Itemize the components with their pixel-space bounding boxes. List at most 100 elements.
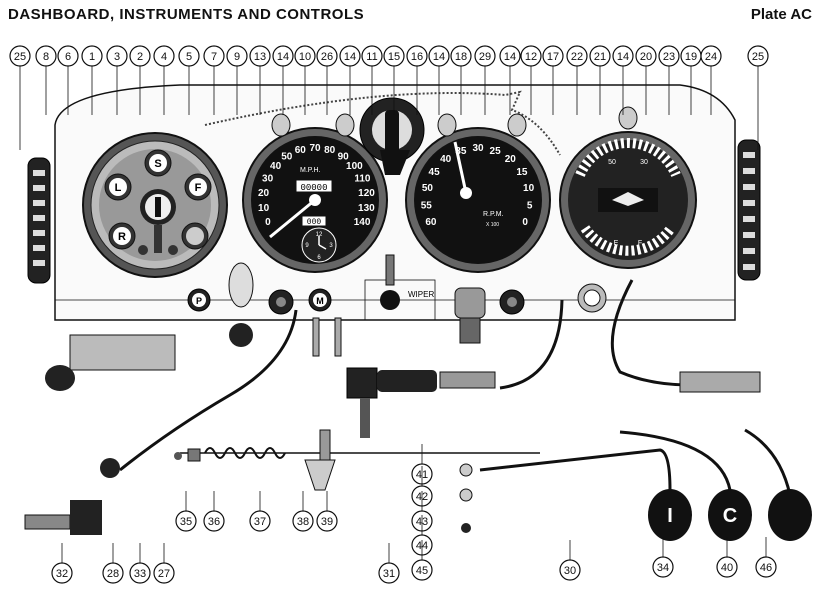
speedometer-mark-70: 70 [309, 143, 321, 154]
combination-gauge: 50 30 E F [559, 131, 697, 269]
callout-label-23: 23 [663, 51, 675, 63]
tachometer-mark-50: 50 [422, 183, 434, 194]
trip-counter [301, 215, 327, 227]
knob-40-letter: C [723, 505, 737, 527]
callout-label-33: 33 [134, 568, 146, 580]
starter-cable [744, 428, 792, 496]
speedometer-mark-120: 120 [358, 188, 375, 199]
temperature-mark-30: 30 [640, 159, 648, 166]
wiper-switch: WIPER [364, 254, 436, 321]
callout-label-7: 7 [211, 51, 217, 63]
pilot-lamp [138, 245, 148, 255]
callout-label-34: 34 [657, 562, 669, 574]
drive-adaptor-28 [24, 458, 120, 535]
callout-label-14: 14 [277, 51, 289, 63]
callout-label-14: 14 [617, 51, 629, 63]
left-bezel-grille [27, 157, 51, 284]
callout-label-5: 5 [186, 51, 192, 63]
callout-label-10: 10 [299, 51, 311, 63]
tachometer-mark-25: 25 [490, 146, 502, 157]
return-spring [204, 447, 286, 459]
speedometer-mark-0: 0 [265, 217, 271, 228]
callout-label-3: 3 [114, 51, 120, 63]
clock: 12 3 6 9 [301, 227, 337, 263]
callout-label-14: 14 [433, 51, 445, 63]
ignition-cable [619, 430, 732, 491]
capillary-tube [610, 279, 691, 387]
panel-wiring [204, 90, 561, 156]
callout-label-21: 21 [594, 51, 606, 63]
speedometer-mark-50: 50 [281, 151, 293, 162]
ignition-lock [140, 189, 176, 253]
callout-label-8: 8 [43, 51, 49, 63]
callout-label-28: 28 [107, 568, 119, 580]
tachometer-mark-60: 60 [425, 217, 437, 228]
callout-label-22: 22 [571, 51, 583, 63]
bulb-holders [312, 317, 342, 357]
gauge-bezel-17 [577, 283, 607, 313]
callout-label-30: 30 [564, 565, 576, 577]
fuel-empty-mark: E [614, 240, 619, 247]
tachometer-cable [499, 299, 564, 390]
trip-value: 000 [307, 218, 322, 227]
speedometer-unit: M.P.H. [300, 167, 321, 174]
wiper-label: WIPER [408, 290, 434, 299]
callout-label-29: 29 [479, 51, 491, 63]
fog-lamp-switch [228, 262, 254, 347]
tachometer-unit: R.P.M. [483, 211, 504, 218]
lamp-r-label: R [118, 231, 126, 243]
tacho-drive-unit [346, 367, 496, 438]
callout-label-12: 12 [525, 51, 537, 63]
speedometer-mark-20: 20 [258, 188, 270, 199]
callout-label-6: 6 [65, 51, 71, 63]
speedometer-mark-90: 90 [338, 151, 350, 162]
tachometer-mark-45: 45 [429, 167, 441, 178]
clock-numeral-12: 12 [316, 232, 323, 238]
diagram-title: DASHBOARD, INSTRUMENTS AND CONTROLS [8, 6, 365, 23]
fuel-scale [580, 225, 676, 256]
callout-label-26: 26 [321, 51, 333, 63]
callout-label-2: 2 [137, 51, 143, 63]
choke-switch [499, 289, 525, 315]
speedometer-mark-140: 140 [354, 217, 371, 228]
callout-label-25: 25 [752, 51, 764, 63]
callout-label-11: 11 [366, 51, 377, 63]
tachometer-mark-40: 40 [440, 154, 452, 165]
oil-pressure-mark-50: 50 [608, 159, 616, 166]
callout-label-14: 14 [504, 51, 516, 63]
thermometer-bulb [679, 371, 761, 393]
callout-label-45: 45 [416, 565, 428, 577]
panel-switch-label: P [196, 296, 202, 306]
oil-pressure-scale [575, 138, 681, 178]
knob-34: I [648, 489, 692, 541]
panel-lamp-unit-33 [45, 334, 176, 391]
lamp-l: L [104, 173, 132, 201]
callout-label-39: 39 [321, 516, 333, 528]
lamp-s: S [144, 149, 172, 177]
callout-label-9: 9 [234, 51, 240, 63]
odometer [295, 179, 333, 193]
callout-label-16: 16 [411, 51, 423, 63]
tachometer-needle [453, 141, 468, 194]
callout-label-36: 36 [208, 516, 220, 528]
callout-label-13: 13 [254, 51, 266, 63]
callout-label-14: 14 [344, 51, 356, 63]
callout-label-31: 31 [383, 568, 395, 580]
choke-cable-assembly [174, 429, 540, 533]
choke-cable [479, 448, 672, 491]
starter-switch [454, 287, 486, 344]
dashboard-panel [54, 84, 736, 321]
knob-34-letter: I [667, 505, 673, 527]
callout-label-20: 20 [640, 51, 652, 63]
map-light-switch: M [308, 288, 332, 312]
knob-46 [768, 489, 812, 541]
callout-label-17: 17 [547, 51, 559, 63]
plate-label: Plate AC [750, 6, 812, 23]
tachometer-mark-35: 35 [455, 146, 467, 157]
